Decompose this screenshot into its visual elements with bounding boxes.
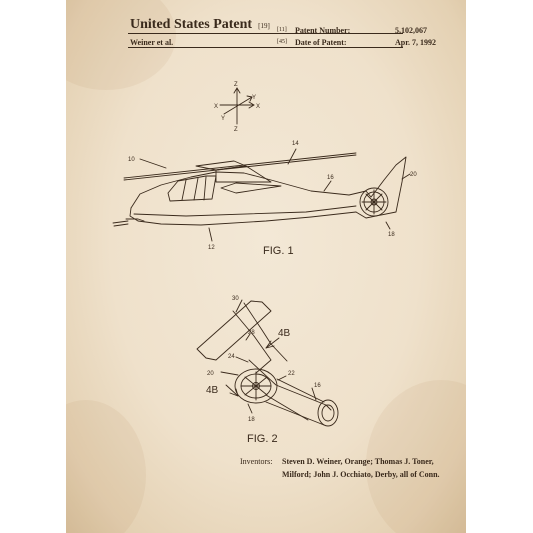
patent-number-value: 5,102,067 (395, 26, 427, 35)
header-rule (128, 33, 403, 34)
axis-label-y-bottom: Y (221, 116, 225, 122)
code-label: [45] (277, 39, 287, 45)
helicopter-side-view (112, 152, 407, 227)
axis-diagram (219, 87, 255, 125)
section-marker: 4B (206, 385, 219, 396)
patent-drawing: Z X Y X Y Z 10 12 14 16 18 20 30 28 24 2… (112, 82, 417, 427)
patent-date-value: Apr. 7, 1992 (395, 38, 437, 47)
axis-label-x-left: X (214, 104, 218, 110)
ref-number: 28 (248, 330, 255, 336)
axis-label-x-right: X (256, 104, 260, 110)
patent-date-label: Date of Patent: (295, 38, 347, 47)
ref-number: 18 (388, 232, 395, 238)
ref-number: 20 (207, 371, 214, 377)
ref-number: 22 (288, 371, 295, 377)
axis-label-z-bottom: Z (234, 127, 238, 133)
axis-label-y-right: Y (252, 95, 256, 101)
ref-number: 10 (128, 157, 135, 163)
ref-number: 16 (327, 175, 334, 181)
patent-number-label: Patent Number: (295, 26, 351, 35)
tail-assembly-perspective (196, 300, 339, 427)
patent-date-row: [45] Date of Patent: Apr. 7, 1992 (277, 38, 463, 50)
code-label: [11] (277, 27, 287, 33)
section-marker: 4B (278, 328, 291, 339)
patent-sheet: United States Patent[19] Weiner et al. [… (66, 0, 466, 533)
figure-1-label: FIG. 1 (263, 245, 294, 257)
inventor-short: Weiner et al. (130, 38, 174, 47)
inventors-text: Steven D. Weiner, Orange; Thomas J. Tone… (282, 457, 440, 479)
ref-number: 12 (208, 245, 215, 251)
ref-number: 18 (248, 417, 255, 423)
patent-number-row: [11] Patent Number: 5,102,067 (277, 26, 463, 38)
ref-number: 24 (228, 354, 235, 360)
ref-number: 20 (410, 172, 417, 178)
header-rule (128, 47, 403, 48)
patent-title: United States Patent[19] (130, 17, 270, 32)
ref-number: 30 (232, 296, 239, 302)
axis-label-z-top: Z (234, 82, 238, 88)
ref-number: 16 (314, 383, 321, 389)
ref-number: 14 (292, 141, 299, 147)
figure-2-label: FIG. 2 (247, 433, 278, 445)
inventors-label: Inventors: (240, 457, 273, 466)
